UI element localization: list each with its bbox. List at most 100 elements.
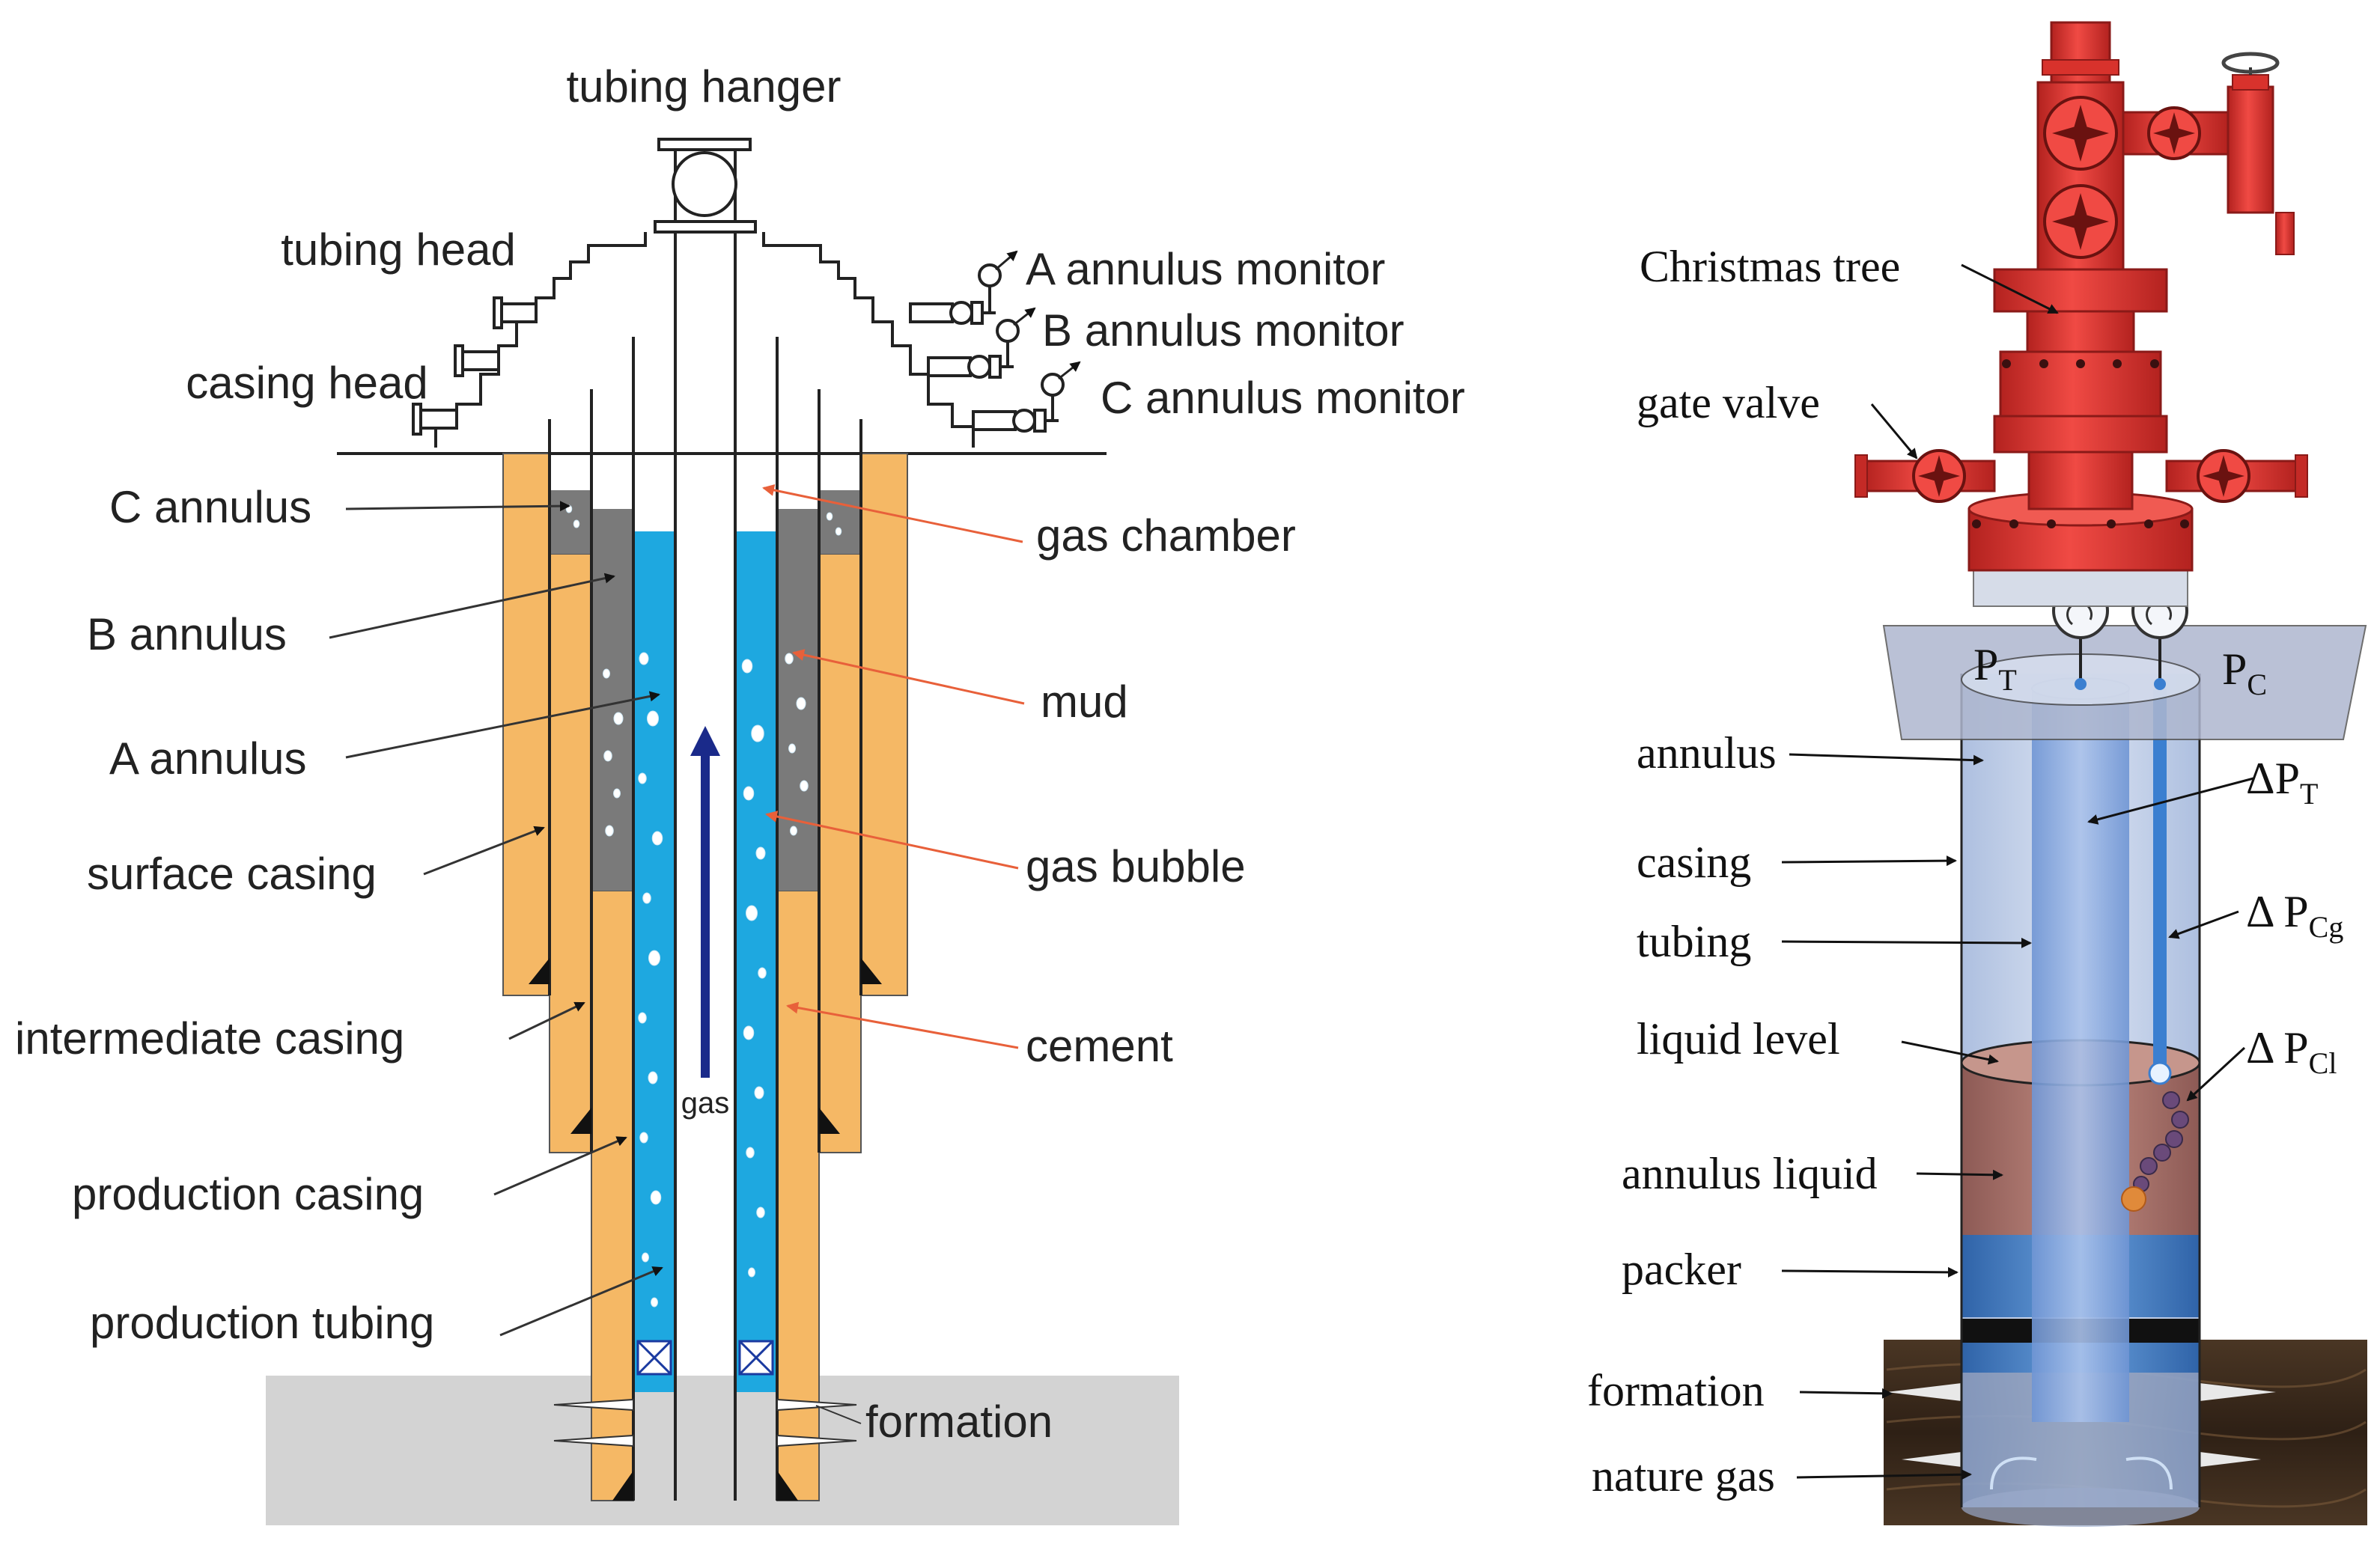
gas-bubble-0 bbox=[639, 652, 649, 665]
wellbore-schematic: gas bbox=[15, 61, 1465, 1525]
delta-pcl-label: Δ PCl bbox=[2246, 1023, 2337, 1080]
gas-bubble-3 bbox=[651, 831, 663, 846]
c-annulus-monitor-label: C annulus monitor bbox=[1101, 373, 1465, 423]
gas-bubble-10 bbox=[642, 1252, 649, 1263]
gas-bubble-26 bbox=[613, 788, 621, 799]
pt-label: PT bbox=[1973, 640, 2017, 697]
gas-burst bbox=[2121, 1186, 2146, 1212]
wellhead-stack bbox=[434, 138, 975, 448]
cement-intermediate-left bbox=[549, 553, 592, 1153]
gas-bubble-36 bbox=[835, 527, 842, 536]
gas-bubble-23 bbox=[603, 668, 610, 679]
tubing-cylinder bbox=[2032, 689, 2129, 1422]
packer-label: packer bbox=[1622, 1245, 1741, 1294]
delta-pt-label: ΔPT bbox=[2246, 754, 2318, 811]
casing-bottom bbox=[1961, 1488, 2200, 1527]
gas-swirls bbox=[1990, 1456, 2173, 1490]
casing-shoes bbox=[529, 958, 882, 1501]
intermediate-casing-label: intermediate casing bbox=[15, 1013, 404, 1064]
surface-casing-label: surface casing bbox=[87, 849, 377, 899]
gas-bubble-24 bbox=[613, 712, 624, 725]
gas-bubble-32 bbox=[790, 826, 797, 836]
gas-bubble-35 bbox=[826, 512, 833, 521]
gas-bubble-14 bbox=[743, 786, 755, 801]
gas-bubble-8 bbox=[639, 1132, 648, 1144]
gas-label: gas bbox=[681, 1087, 730, 1120]
left-leaders bbox=[329, 501, 663, 1337]
tubing-hanger-label: tubing hanger bbox=[567, 61, 841, 112]
cement-intermediate-right bbox=[818, 553, 862, 1153]
gas-bubbles bbox=[565, 504, 842, 1308]
formation-band bbox=[266, 1376, 1179, 1525]
mud-label: mud bbox=[1041, 677, 1128, 727]
gas-bubble-21 bbox=[756, 1206, 765, 1218]
right-leaders bbox=[762, 484, 1025, 1049]
gas-chamber-label: gas chamber bbox=[1036, 510, 1296, 561]
a-annulus-label: A annulus bbox=[109, 733, 307, 784]
perforations bbox=[553, 1398, 857, 1447]
cement-label: cement bbox=[1026, 1021, 1173, 1071]
formation-label-right: formation bbox=[1587, 1366, 1765, 1415]
gas-bubble-27 bbox=[605, 825, 614, 837]
gas-bubble-28 bbox=[785, 653, 794, 665]
gas-bubble-15 bbox=[755, 846, 766, 860]
gas-bubble-30 bbox=[788, 743, 796, 754]
pc-label: PC bbox=[2222, 644, 2267, 701]
christmas-tree-label: Christmas tree bbox=[1640, 242, 1900, 291]
gas-bubble-18 bbox=[743, 1025, 755, 1040]
production-casing-label: production casing bbox=[72, 1169, 424, 1219]
gas-bubble-2 bbox=[638, 772, 647, 784]
formation-perforations bbox=[1887, 1383, 2276, 1467]
gas-bubble-20 bbox=[746, 1147, 755, 1159]
gas-bubble-25 bbox=[603, 750, 612, 762]
gas-bubble-1 bbox=[647, 710, 659, 727]
gas-bubble-11 bbox=[651, 1297, 658, 1308]
liquid-bubbles bbox=[2133, 1091, 2189, 1192]
nature-gas-label: nature gas bbox=[1592, 1451, 1775, 1501]
gas-bubble-31 bbox=[800, 780, 809, 792]
casing-walls bbox=[548, 142, 862, 1501]
fluid-a-right bbox=[735, 531, 777, 1392]
c-annulus-label: C annulus bbox=[109, 482, 311, 532]
delta-pcg-label: Δ PCg bbox=[2246, 887, 2343, 944]
adapter-spool bbox=[1973, 568, 2188, 607]
gas-bubble-34 bbox=[573, 519, 580, 528]
gas-bubble-17 bbox=[758, 967, 767, 979]
production-tubing-label: production tubing bbox=[90, 1298, 434, 1348]
mud-c-left bbox=[550, 490, 591, 554]
gas-pipe bbox=[2153, 689, 2167, 1069]
gas-bubble-16 bbox=[746, 905, 758, 921]
gas-bubble-label: gas bubble bbox=[1026, 841, 1246, 891]
formation-leader bbox=[815, 1405, 862, 1424]
gas-bubble-19 bbox=[754, 1086, 764, 1099]
annulus-monitors bbox=[909, 263, 1065, 433]
wellhead-3d-schematic: Christmas tree gate valve annulus casing… bbox=[1587, 21, 2367, 1527]
gas-pipe-tip bbox=[2148, 1061, 2172, 1085]
a-annulus-monitor-label: A annulus monitor bbox=[1026, 244, 1385, 294]
christmas-tree bbox=[1854, 21, 2308, 572]
cement-surface-right bbox=[860, 453, 908, 996]
gas-bubble-6 bbox=[638, 1012, 647, 1024]
annulus-label: annulus bbox=[1637, 728, 1777, 778]
right-panel-leaders bbox=[1781, 263, 2254, 1480]
side-outlets-left bbox=[412, 296, 538, 436]
gas-bubble-22 bbox=[748, 1267, 755, 1278]
gas-bubble-4 bbox=[642, 892, 651, 904]
packers bbox=[636, 1340, 774, 1376]
gas-bubble-9 bbox=[650, 1190, 662, 1205]
liquid-level-label: liquid level bbox=[1637, 1014, 1840, 1064]
gas-bubble-12 bbox=[741, 659, 753, 674]
gas-bubble-29 bbox=[796, 697, 806, 710]
b-annulus-monitor-label: B annulus monitor bbox=[1042, 305, 1404, 356]
tubing-head-label: tubing head bbox=[281, 225, 516, 275]
b-annulus-label: B annulus bbox=[87, 609, 287, 659]
gas-bubble-13 bbox=[751, 724, 764, 742]
formation-label: formation bbox=[865, 1397, 1053, 1447]
casing-label: casing bbox=[1637, 837, 1751, 887]
gas-bubble-5 bbox=[648, 950, 660, 966]
tubing-label: tubing bbox=[1637, 917, 1751, 966]
gas-bubble-7 bbox=[648, 1071, 658, 1084]
left-labels: tubing hanger tubing head casing head A … bbox=[15, 61, 1465, 1447]
